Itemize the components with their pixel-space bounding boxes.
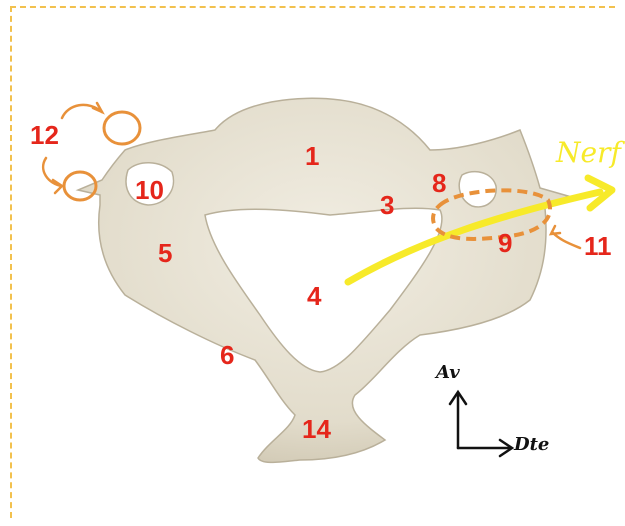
vertebra-bone — [78, 98, 568, 462]
label-14: 14 — [302, 416, 331, 442]
pointer-11-head — [551, 226, 560, 234]
label-1: 1 — [305, 143, 319, 169]
right-annotation: Dte — [514, 434, 549, 455]
label-10: 10 — [135, 177, 164, 203]
label-3: 3 — [380, 192, 394, 218]
label-12: 12 — [30, 122, 59, 148]
label-11: 11 — [584, 233, 612, 259]
label-9: 9 — [498, 230, 512, 256]
arrow-12-lower — [43, 158, 62, 186]
anterior-annotation: Av — [436, 362, 460, 383]
tubercle-circle-upper — [104, 112, 140, 144]
label-8: 8 — [432, 170, 446, 196]
nerve-annotation: Nerf — [556, 136, 621, 169]
label-4: 4 — [307, 283, 321, 309]
label-6: 6 — [220, 342, 234, 368]
label-5: 5 — [158, 240, 172, 266]
arrow-12-lower-head — [53, 180, 62, 193]
arrow-12-upper — [62, 105, 102, 118]
